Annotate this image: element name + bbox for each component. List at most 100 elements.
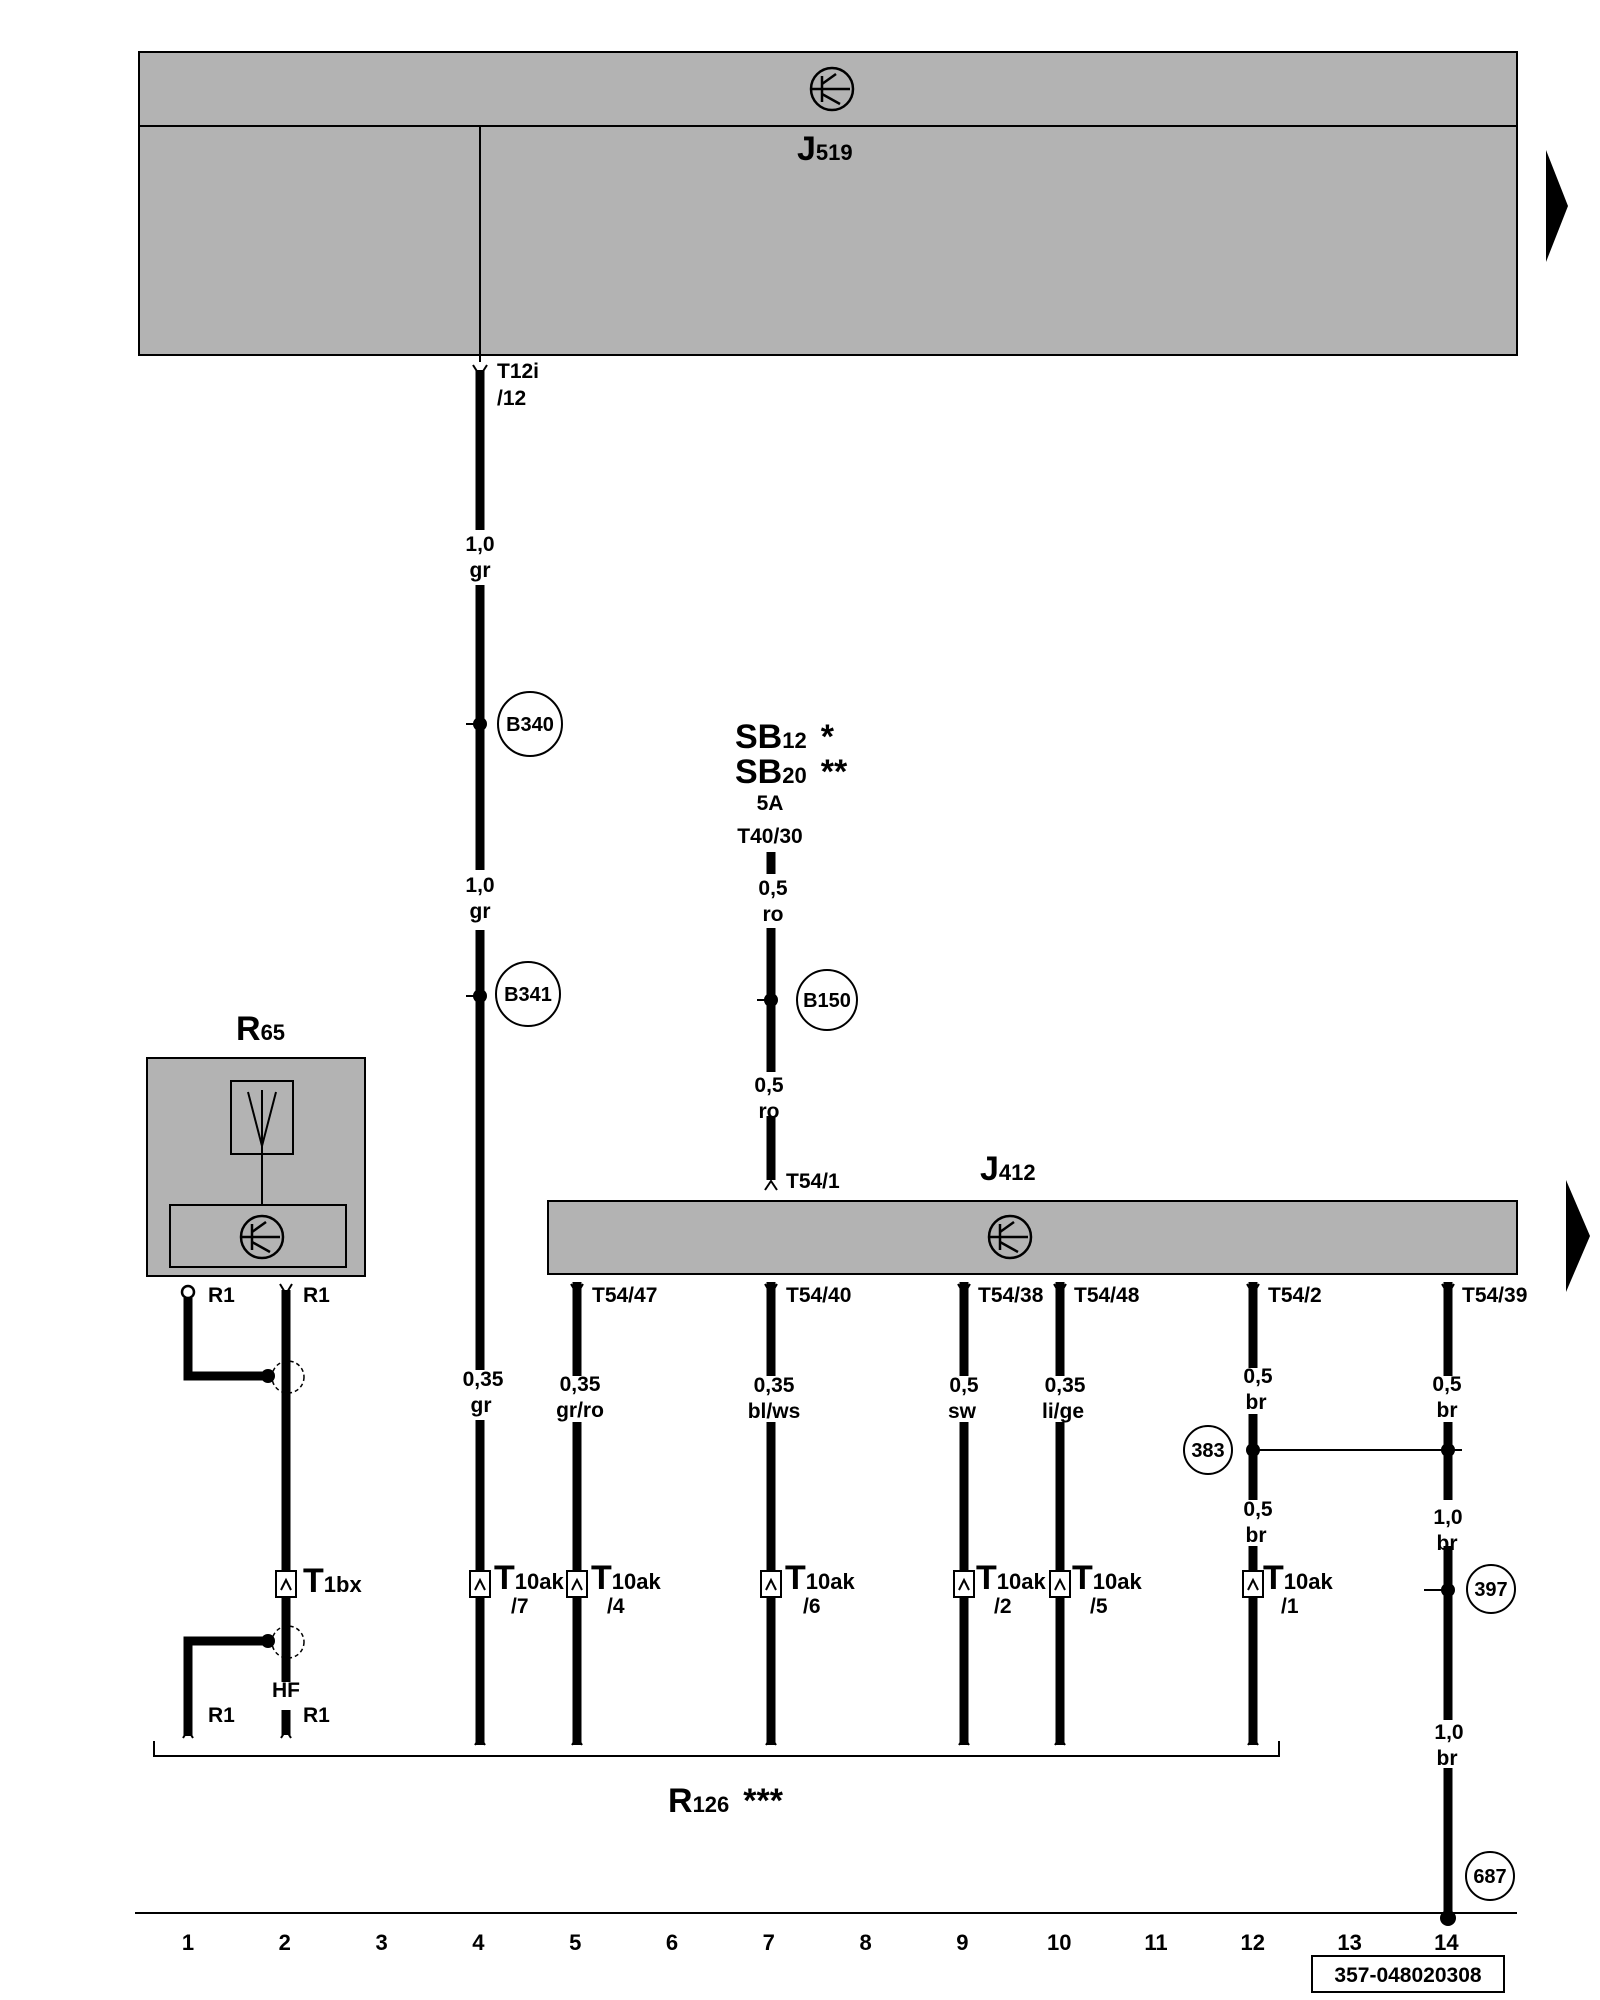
pin-t54-47: T54/47 (592, 1284, 657, 1307)
pin-r1-bottom-left: R1 (208, 1704, 235, 1727)
component-r65: R65 R1 R1 (146, 1010, 366, 1307)
svg-text:SB20**: SB20** (735, 753, 848, 791)
wire-col1-col2: HF R1 R1 (180, 1283, 330, 1736)
ref-383: 383 (1191, 1440, 1224, 1462)
wire-col5: T54/47 0,35 gr/ro (556, 1282, 657, 1745)
svg-text:/6: /6 (803, 1595, 821, 1618)
svg-text:/2: /2 (994, 1595, 1012, 1618)
wire-col7-lower: T54/40 0,35 bl/ws (748, 1282, 851, 1745)
column-number: 7 (763, 1930, 775, 1955)
connector-t10ak-col9: T10ak /2 (953, 1559, 1046, 1618)
wire-size: 0,5 (758, 877, 788, 900)
column-number: 3 (375, 1930, 387, 1955)
r65-label: R65 (236, 1010, 285, 1048)
wire-color: br (1437, 1747, 1458, 1770)
wire-col12: T54/2 0,5 br 383 0,5 br (1183, 1282, 1448, 1745)
continuation-arrow-icon (1546, 150, 1568, 262)
pin-r1-bottom-right: R1 (303, 1704, 330, 1727)
connector-t10ak-col7: T10ak /6 (760, 1559, 855, 1618)
wire-color: br (1246, 1391, 1267, 1414)
continuation-arrow-icon (1566, 1180, 1590, 1292)
connector-t10ak-col12: T10ak /1 (1242, 1559, 1333, 1618)
transistor-icon (987, 1214, 1033, 1260)
wire-col9: T54/38 0,5 sw (948, 1282, 1044, 1745)
wire-end-hooks (182, 1728, 1259, 1746)
wire-color: ro (759, 1100, 780, 1123)
column-number: 6 (666, 1930, 678, 1955)
fuse-rating: 5A (757, 792, 784, 815)
wire-size: 1,0 (1434, 1721, 1463, 1744)
pin-hf: HF (272, 1679, 300, 1702)
wire-size: 0,5 (1243, 1498, 1273, 1521)
wire-color: sw (948, 1400, 977, 1423)
connector-t1bx: T1bx (275, 1562, 362, 1600)
j519-label: J519 (797, 130, 853, 168)
connector-t10ak-col10: T10ak /5 (1049, 1559, 1142, 1618)
component-r126: R126*** (153, 1741, 1280, 1820)
ref-b341: B341 (504, 984, 552, 1006)
pin-t54-40: T54/40 (786, 1284, 851, 1307)
fuse-label: SB12* SB20** 5A T40/30 (735, 718, 848, 848)
ref-b150: B150 (803, 990, 851, 1012)
wire-color: ro (763, 903, 784, 926)
wire-color: gr (470, 900, 491, 923)
svg-text:T1bx: T1bx (303, 1562, 362, 1600)
column-number: 14 (1434, 1930, 1459, 1955)
column-number: 8 (859, 1930, 871, 1955)
column-number: 11 (1144, 1930, 1167, 1955)
svg-text:T10ak: T10ak (1072, 1559, 1142, 1597)
column-number: 10 (1047, 1930, 1071, 1955)
r126-label: R126*** (668, 1782, 784, 1820)
wire-size: 0,5 (949, 1374, 979, 1397)
wire-size: 0,35 (754, 1374, 795, 1397)
wire-col10: T54/48 0,35 li/ge (1042, 1282, 1140, 1745)
pin-t54-2: T54/2 (1268, 1284, 1322, 1307)
pin-t40-30: T40/30 (737, 825, 802, 848)
wire-size: 1,0 (465, 874, 494, 897)
transistor-icon (239, 1214, 285, 1260)
wire-color: bl/ws (748, 1400, 801, 1423)
svg-text:/1: /1 (1281, 1595, 1299, 1618)
column-number: 2 (279, 1930, 291, 1955)
column-number: 5 (569, 1930, 581, 1955)
pin-t54-48: T54/48 (1074, 1284, 1140, 1307)
pin-t54-39: T54/39 (1462, 1284, 1527, 1307)
svg-text:T10ak: T10ak (1263, 1559, 1333, 1597)
svg-text:T10ak: T10ak (494, 1559, 564, 1597)
column-number: 4 (472, 1930, 485, 1955)
control-unit-j412: J412 (547, 1150, 1518, 1275)
svg-text:/4: /4 (607, 1595, 625, 1618)
pin-r1-left: R1 (208, 1284, 235, 1307)
wire-size: 0,5 (754, 1074, 784, 1097)
wire-color: gr/ro (556, 1399, 604, 1422)
column-number: 1 (182, 1930, 194, 1955)
antenna-icon (247, 1090, 277, 1205)
wire-color: li/ge (1042, 1400, 1084, 1423)
svg-text:T10ak: T10ak (591, 1559, 661, 1597)
svg-text:T10ak: T10ak (785, 1559, 855, 1597)
wire-color: br (1246, 1524, 1267, 1547)
pin-t12i: T12i (497, 360, 539, 383)
control-unit-j519: J519 (138, 51, 1518, 362)
transistor-icon (809, 66, 855, 112)
wire-size: 0,5 (1432, 1373, 1462, 1396)
svg-text:/5: /5 (1090, 1595, 1108, 1618)
connector-t10ak-col4: T10ak /7 (469, 1559, 564, 1618)
ref-397: 397 (1474, 1579, 1507, 1601)
wire-size: 0,35 (1045, 1374, 1086, 1397)
svg-text:/7: /7 (511, 1595, 529, 1618)
j412-label: J412 (980, 1150, 1036, 1188)
ref-b340: B340 (506, 714, 554, 736)
connector-t10ak-col5: T10ak /4 (566, 1559, 661, 1618)
pin-t54-38: T54/38 (978, 1284, 1044, 1307)
column-number: 9 (956, 1930, 968, 1955)
column-number: 13 (1337, 1930, 1361, 1955)
svg-text:T10ak: T10ak (976, 1559, 1046, 1597)
svg-text:357-048020308: 357-048020308 (1334, 1964, 1481, 1987)
wire-col7-upper: 0,5 ro B150 0,5 ro T54/1 (754, 852, 858, 1193)
wire-size: 1,0 (1433, 1506, 1462, 1529)
wire-size: 0,35 (560, 1373, 601, 1396)
wire-color: gr (471, 1394, 492, 1417)
